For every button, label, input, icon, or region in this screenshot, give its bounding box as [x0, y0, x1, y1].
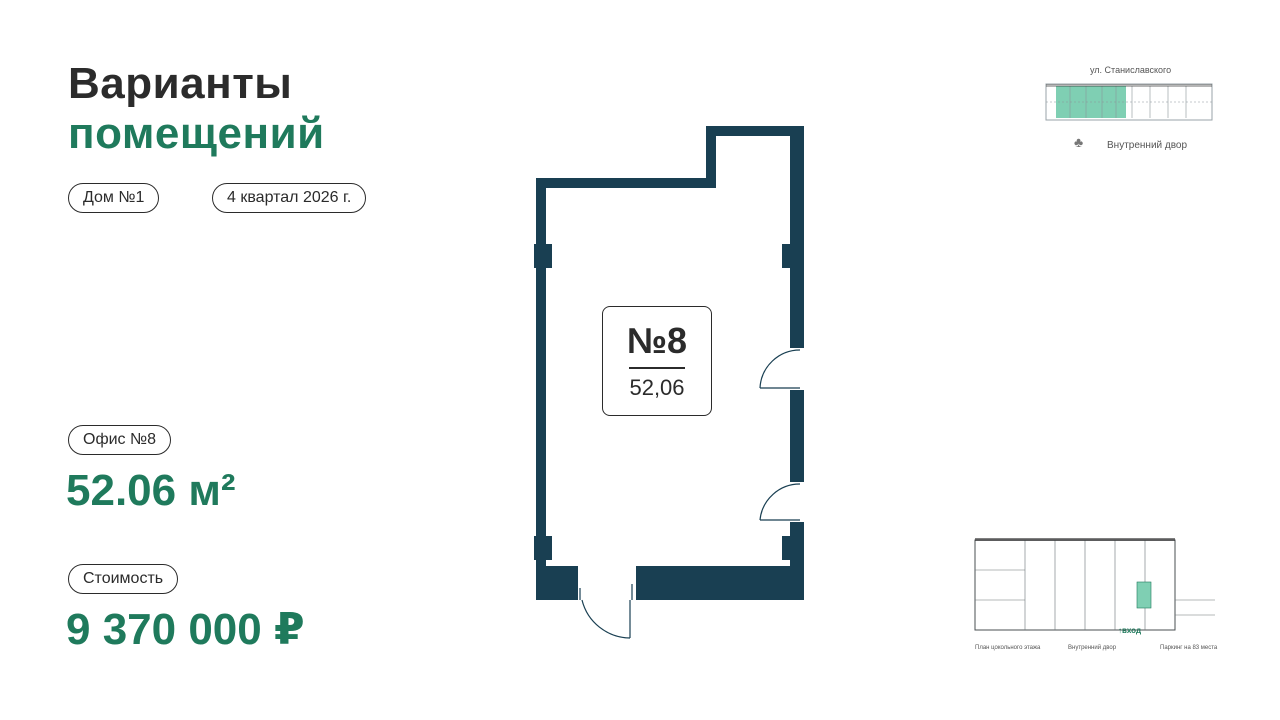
page-title-line1: Варианты [68, 59, 293, 108]
office-area-value: 52.06 м² [66, 466, 236, 515]
price-label-tag: Стоимость [68, 564, 179, 594]
floor-plan [534, 126, 804, 639]
floor-plan-doors [579, 349, 801, 639]
room-label-divider [629, 367, 685, 369]
room-number: №8 [626, 320, 688, 361]
mini-map-yard-label: Внутренний двор [1107, 140, 1188, 151]
mini-map-parking-label: Паркинг на 83 места [1160, 645, 1218, 651]
price-value: 9 370 000 ₽ [66, 605, 305, 654]
tree-icon: ♣ [1074, 134, 1084, 150]
mini-map-street-label: ул. Станиславского [1090, 65, 1172, 75]
mini-map-bottom-yard-label: Внутренний двор [1068, 645, 1117, 651]
mini-map-plan-caption: План цокольного этажа [975, 645, 1041, 651]
room-area: 52,06 [629, 375, 685, 400]
house-tag: Дом №1 [68, 183, 160, 213]
completion-date-tag: 4 квартал 2026 г. [212, 183, 367, 213]
mini-map-entry-label: ↑вход [1118, 626, 1142, 635]
room-label-box: №8 52,06 [602, 306, 712, 416]
mini-map-bottom [974, 538, 1215, 631]
floor-plan-walls [534, 126, 804, 600]
page-title-line2: помещений [68, 109, 325, 158]
mini-map-entry-text: вход [1122, 626, 1142, 635]
mini-map-top [1045, 83, 1213, 121]
office-label-tag: Офис №8 [68, 425, 172, 455]
